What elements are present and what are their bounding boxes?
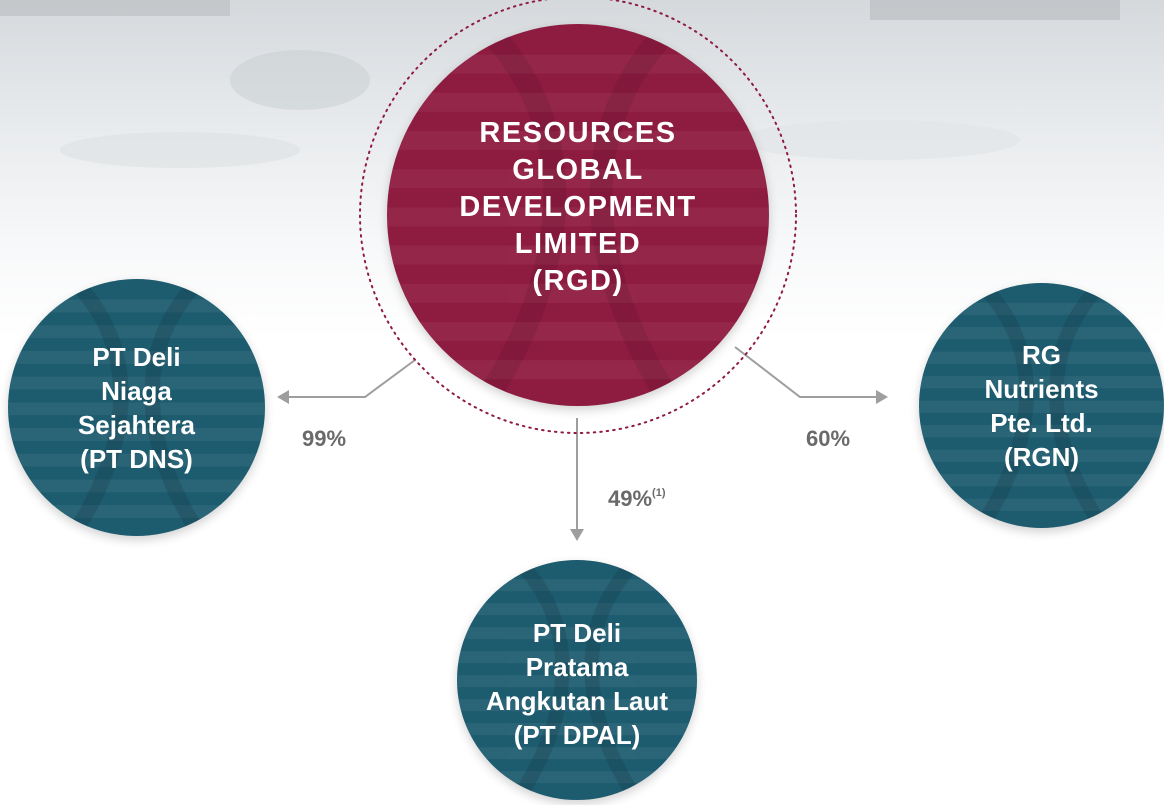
parent-name-line-3: DEVELOPMENT [459,190,697,223]
dns-name-line-2: Niaga [101,375,172,406]
ownership-percentage-rgn: 60% [806,426,851,451]
rgn-name-line-4: (RGN) [1003,441,1080,472]
rgn-name-line-1: RG [1022,339,1061,370]
dpal-name-line-2: Pratama [525,652,629,682]
rgn-name-line-3: Pte. Ltd. [990,407,1093,438]
dpal-name-line-3: Angkutan Laut [486,686,668,716]
rgn-name-line-2: Nutrients [984,373,1099,404]
parent-name-line-5: (RGD) [532,264,624,297]
footnote-marker: (1) [652,487,666,499]
parent-name-line-1: RESOURCES [479,116,677,149]
stripe-pattern [919,283,1164,528]
dns-name-line-4: (PT DNS) [80,443,193,474]
subsidiary-name: PT Deli Pratama Angkutan Laut (PT DPAL) [486,616,668,752]
parent-name-line-4: LIMITED [514,227,642,260]
subsidiary-name: PT Deli Niaga Sejahtera (PT DNS) [78,340,195,476]
parent-name-line-2: GLOBAL [512,153,644,186]
ownership-percentage-dpal-group: 49%(1) [608,486,666,512]
dpal-name-line-4: (PT DPAL) [513,720,641,750]
subsidiary-name: RG Nutrients Pte. Ltd. (RGN) [984,338,1098,474]
ownership-percentage-dpal: 49% [608,486,653,511]
dpal-name-line-1: PT Deli [532,618,622,648]
subsidiary-pt-dpal: PT Deli Pratama Angkutan Laut (PT DPAL) [457,560,697,800]
stripe-pattern [8,279,265,536]
parent-entity-rgd: RESOURCES GLOBAL DEVELOPMENT LIMITED (RG… [387,24,769,406]
dns-name-line-3: Sejahtera [77,409,196,440]
parent-entity-name: RESOURCES GLOBAL DEVELOPMENT LIMITED (RG… [459,115,696,300]
subsidiary-pt-dns: PT Deli Niaga Sejahtera (PT DNS) [8,279,265,536]
stripe-pattern [457,560,697,800]
subsidiary-rgn: RG Nutrients Pte. Ltd. (RGN) [919,283,1164,528]
ownership-percentage-dns: 99% [302,426,347,451]
stripe-pattern [387,24,769,406]
dns-name-line-1: PT Deli [92,341,181,372]
